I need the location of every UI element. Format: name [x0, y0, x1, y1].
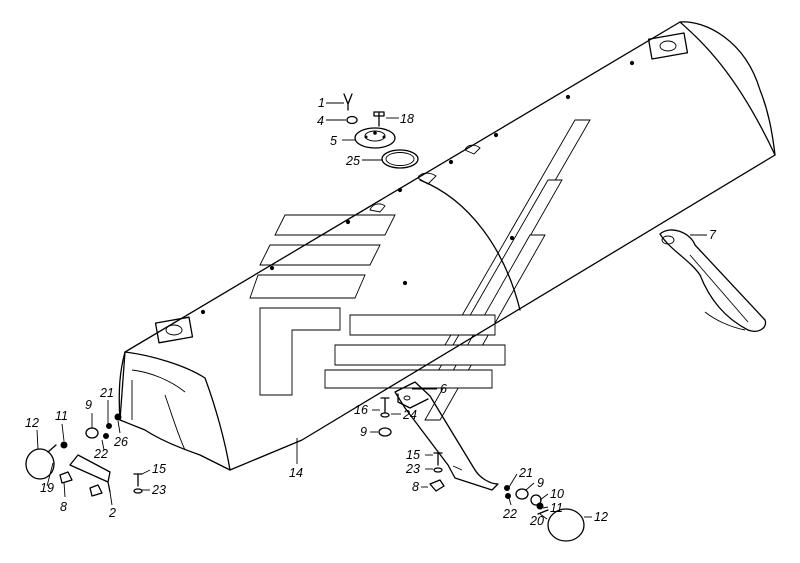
tank-bracket-middle — [394, 381, 499, 491]
callout-10: 10 — [550, 487, 564, 501]
callout-11-left: 11 — [55, 409, 68, 423]
callout-25: 25 — [345, 154, 360, 168]
callout-22-left: 22 — [93, 447, 108, 461]
marker-lamp-left — [25, 413, 143, 497]
callout-2: 2 — [108, 506, 116, 520]
callout-18: 18 — [400, 112, 414, 126]
callout-9-left: 9 — [85, 398, 92, 412]
callout-15-left: 15 — [152, 462, 166, 476]
watermark-logo — [249, 119, 591, 421]
callout-20: 20 — [529, 514, 544, 528]
leader-lines — [36, 102, 707, 520]
callout-8-middle: 8 — [412, 480, 419, 494]
callout-26: 26 — [113, 435, 128, 449]
callout-16: 16 — [354, 403, 368, 417]
callout-15-middle: 15 — [406, 448, 420, 462]
callout-22-right: 22 — [502, 507, 517, 521]
callout-9-middle: 9 — [360, 425, 367, 439]
callout-21-left: 21 — [99, 386, 114, 400]
callout-12-right: 12 — [594, 510, 608, 524]
callout-8-left: 8 — [60, 500, 67, 514]
callout-12-left: 12 — [25, 416, 39, 430]
callout-1: 1 — [318, 96, 325, 110]
middle-hardware — [378, 397, 445, 492]
callout-9-right: 9 — [537, 476, 544, 490]
callout-labels: 1 4 18 5 25 7 6 16 24 9 15 23 8 21 9 22 … — [25, 96, 717, 528]
tank-bracket-right — [659, 229, 767, 332]
callout-23-left: 23 — [151, 483, 166, 497]
fuel-tank-body — [118, 21, 776, 471]
callout-14: 14 — [289, 466, 303, 480]
callout-11-right: 11 — [550, 501, 563, 515]
marker-lamp-right — [504, 485, 585, 542]
callout-6: 6 — [440, 382, 447, 396]
callout-21-right: 21 — [518, 466, 533, 480]
callout-7: 7 — [709, 228, 717, 242]
filler-cap-assembly — [343, 93, 419, 169]
callout-4: 4 — [317, 114, 324, 128]
callout-23-middle: 23 — [405, 462, 420, 476]
callout-24: 24 — [402, 408, 417, 422]
callout-19: 19 — [40, 481, 54, 495]
callout-5: 5 — [330, 134, 337, 148]
